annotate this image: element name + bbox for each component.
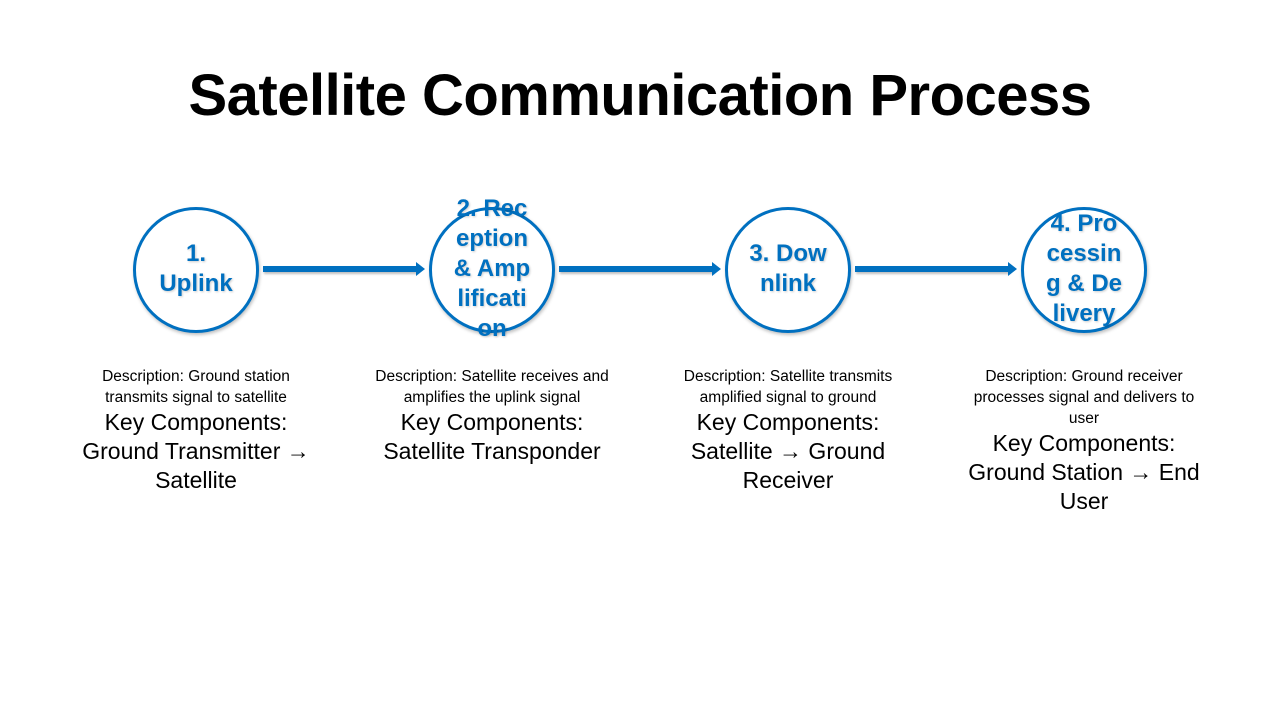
step-2-label: 2. Reception & Amplification bbox=[453, 195, 531, 342]
arrow-1-to-2 bbox=[263, 262, 425, 276]
step-2-description: Description: Satellite receives and ampl… bbox=[375, 368, 609, 406]
step-1-key-components: Key Components: Ground Transmitter → Sat… bbox=[82, 409, 310, 493]
slide-title: Satellite Communication Process bbox=[188, 63, 1092, 128]
step-3-circle bbox=[725, 207, 851, 333]
step-3-info: Description: Satellite transmits amplifi… bbox=[663, 366, 913, 495]
step-3-key-components: Key Components: Satellite → Ground Recei… bbox=[690, 409, 886, 493]
step-1-description: Description: Ground station transmits si… bbox=[102, 368, 290, 406]
step-3-label: 3. Downlink bbox=[749, 240, 827, 297]
step-4-info: Description: Ground receiver processes s… bbox=[959, 366, 1209, 516]
step-2-key-components: Key Components: Satellite Transponder bbox=[383, 409, 601, 464]
step-3-description: Description: Satellite transmits amplifi… bbox=[683, 368, 893, 406]
step-1-label: 1. Uplink bbox=[159, 240, 233, 297]
arrow-3-to-4 bbox=[855, 262, 1017, 276]
step-1-info: Description: Ground station transmits si… bbox=[71, 366, 321, 495]
arrow-2-to-3 bbox=[559, 262, 721, 276]
step-4-circle bbox=[1021, 207, 1147, 333]
step-4-description: Description: Ground receiver processes s… bbox=[973, 368, 1195, 427]
step-4-label: 4. Processing & Delivery bbox=[1045, 210, 1122, 327]
step-2-info: Description: Satellite receives and ampl… bbox=[367, 366, 617, 466]
step-2-circle bbox=[429, 207, 555, 333]
step-1-circle bbox=[133, 207, 259, 333]
step-4-key-components: Key Components: Ground Station → End Use… bbox=[968, 430, 1200, 514]
